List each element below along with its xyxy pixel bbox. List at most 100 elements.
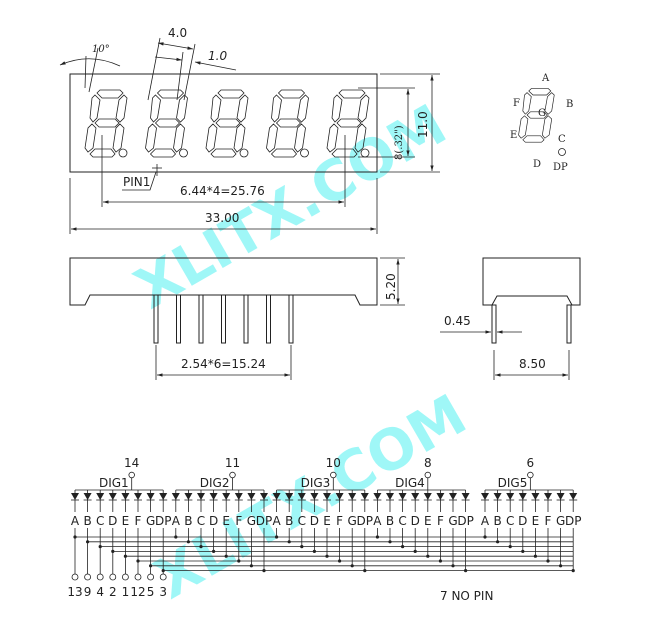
segment-pin-label: 5 (147, 585, 155, 599)
led-diode-icon (423, 493, 432, 500)
pin (176, 294, 181, 344)
segment-letter: DP (565, 514, 581, 528)
segment-letter: A (481, 514, 490, 528)
segment-width-label: 4.0 (168, 26, 187, 40)
side-view: 2.54*6=15.24 5.20 (69, 257, 405, 380)
segment-letter: DP (155, 514, 171, 528)
led-diode-icon (209, 493, 218, 500)
segment-pin (147, 573, 155, 581)
led-diode-icon (493, 493, 502, 500)
pin-width-label: 0.45 (444, 314, 471, 328)
segment-pin-label: 9 (84, 585, 92, 599)
segment-pin-label: 1 (122, 585, 130, 599)
led-diode-icon (411, 493, 420, 500)
led-diode-icon (146, 493, 155, 500)
segment-letter: D (209, 514, 218, 528)
common-pin-label: 10 (326, 456, 341, 470)
segment-letter: E (323, 514, 331, 528)
digit-label: DIG3 (301, 476, 331, 490)
display-body (69, 73, 378, 173)
segment-pin (96, 573, 104, 581)
segment-letter: C (398, 514, 406, 528)
segment-label-f: F (513, 98, 520, 109)
digit-label: DIG1 (99, 476, 129, 490)
segment-pin-label: 4 (96, 585, 104, 599)
segment-pin-label: 13 (67, 585, 82, 599)
common-pin (330, 471, 337, 479)
led-diode-icon (234, 493, 243, 500)
total-width-label: 33.00 (205, 211, 239, 225)
angle-label: 10° (92, 44, 110, 55)
common-pin-label: 11 (225, 456, 240, 470)
led-diode-icon (71, 493, 79, 500)
digit (145, 89, 188, 158)
led-diode-icon (398, 493, 407, 500)
common-pin-label: 8 (424, 456, 432, 470)
led-diode-icon (159, 493, 168, 500)
common-pin (128, 471, 135, 479)
led-diode-icon (569, 493, 578, 500)
segment-pin-label: 3 (159, 585, 167, 599)
segment-letter: G (247, 514, 256, 528)
segment-label-g: G (538, 108, 546, 119)
segment-label-dp: DP (553, 162, 568, 173)
led-diode-icon (436, 493, 445, 500)
segment-letter: C (197, 514, 205, 528)
segment-letter: C (96, 514, 104, 528)
segment-letter: F (545, 514, 552, 528)
decimal-point (300, 148, 309, 158)
end-view: 0.45 8.50 (440, 257, 581, 380)
segment-letter: C (298, 514, 306, 528)
decimal-point (118, 148, 128, 158)
no-pin-note: 7 NO PIN (440, 589, 493, 603)
segment-legend: A B C D E F G DP (510, 73, 573, 173)
led-diode-icon (360, 493, 369, 500)
led-diode-icon (373, 493, 382, 500)
common-pin (229, 471, 236, 479)
led-diode-icon (83, 493, 92, 500)
digit (266, 89, 309, 158)
led-diode-icon (531, 493, 540, 500)
segment-letter: DP (357, 514, 373, 528)
segment-label-c: C (558, 134, 566, 145)
segment-letter: F (235, 514, 242, 528)
led-diode-icon (96, 493, 105, 500)
decimal-point (179, 148, 188, 158)
segment-pin (134, 573, 142, 581)
led-diode-icon (171, 493, 180, 500)
segment-pin (84, 573, 91, 581)
segment-letter: G (348, 514, 357, 528)
common-pin-label: 6 (527, 456, 535, 470)
led-diode-icon (461, 493, 470, 500)
led-diode-icon (335, 493, 344, 500)
segment-letter: E (122, 514, 130, 528)
led-diode-icon (348, 493, 357, 500)
pin (221, 294, 226, 344)
segment-thickness-label: 1.0 (208, 49, 227, 63)
segment-letter: B (493, 514, 501, 528)
segment-letter: D (411, 514, 420, 528)
pin (153, 294, 159, 344)
pin (266, 294, 271, 344)
led-diode-icon (108, 493, 117, 500)
segment-label-e: E (510, 130, 517, 141)
pin (288, 294, 294, 344)
digit-label: DIG5 (498, 476, 528, 490)
segment-letter: G (556, 514, 565, 528)
segment-letter: E (532, 514, 540, 528)
common-pin (527, 471, 534, 479)
led-diode-icon (449, 493, 457, 500)
digit (84, 89, 128, 158)
digit-height-label: 8(.32") (394, 125, 405, 160)
segment-pin (159, 573, 167, 581)
total-height-label: 11.0 (416, 111, 430, 138)
led-diode-icon (184, 493, 193, 500)
led-diode-icon (518, 493, 527, 500)
segment-label-d: D (533, 159, 541, 170)
segment-pin-label: 2 (109, 585, 117, 599)
segment-letter: D (310, 514, 319, 528)
digit (205, 89, 249, 158)
pin (243, 294, 249, 344)
led-diode-icon (310, 493, 319, 500)
